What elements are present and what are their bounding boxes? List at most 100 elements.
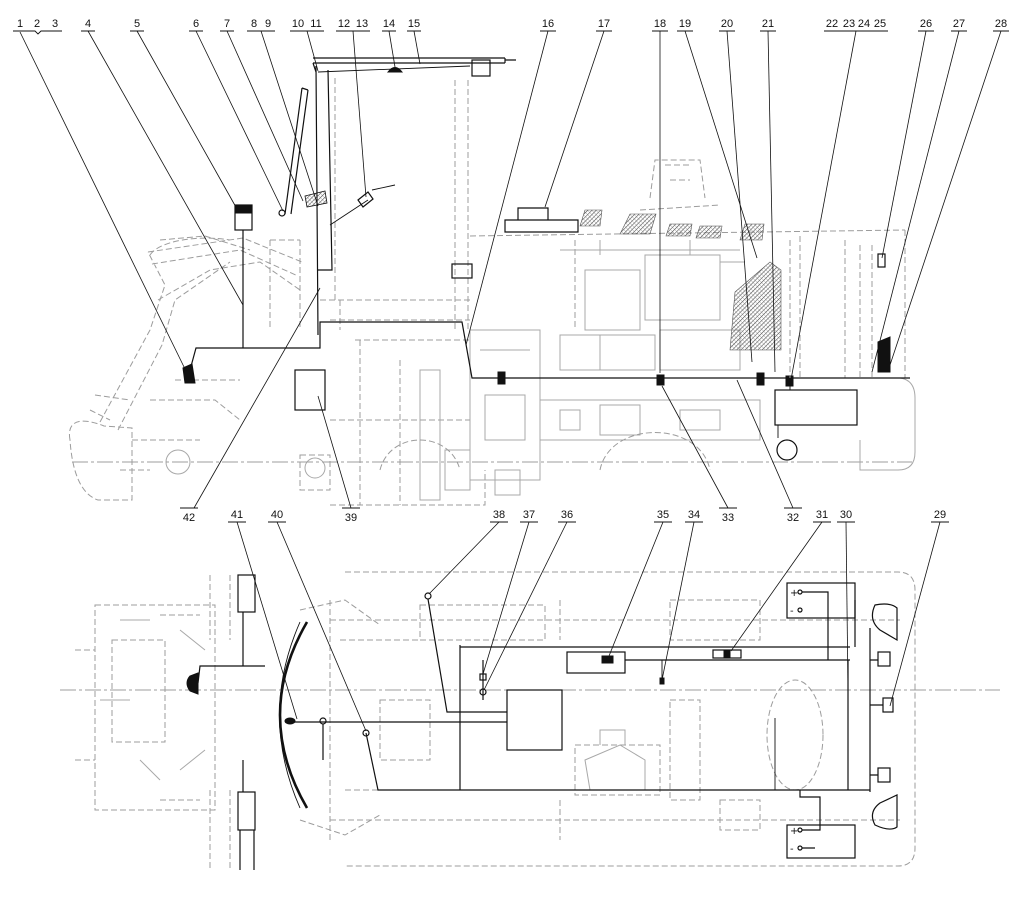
air-filter bbox=[504, 207, 579, 233]
radiator-hatch bbox=[729, 261, 782, 351]
rear-wheel-arc-outline bbox=[379, 432, 711, 471]
front-drive-outline bbox=[469, 329, 541, 496]
connector-b bbox=[656, 374, 665, 386]
exhaust-outline bbox=[639, 159, 721, 211]
callout-26: 26 bbox=[920, 18, 932, 30]
leader-26 bbox=[881, 30, 927, 259]
callout-21: 21 bbox=[762, 18, 774, 30]
front-linkage-outline bbox=[299, 599, 420, 836]
roof-junction-box bbox=[471, 59, 491, 77]
leader-8-9 bbox=[260, 30, 319, 207]
callout-37: 37 bbox=[523, 509, 535, 521]
body-outline-top bbox=[329, 571, 916, 867]
callout-24: 24 bbox=[858, 18, 870, 30]
leader-21 bbox=[767, 30, 776, 373]
front-frame-outline bbox=[75, 575, 231, 870]
cabin-outline bbox=[269, 78, 470, 341]
callout-20: 20 bbox=[721, 18, 733, 30]
callouts-middle: 42 39 33 32 bbox=[180, 287, 802, 524]
leader-28 bbox=[889, 30, 1002, 366]
side-view bbox=[68, 57, 916, 506]
relay-module bbox=[566, 651, 626, 674]
callout-35: 35 bbox=[657, 509, 669, 521]
leader-29 bbox=[889, 521, 941, 707]
callout-4: 4 bbox=[85, 18, 91, 30]
engine-outline bbox=[559, 240, 745, 371]
bucket-link-outline bbox=[149, 235, 301, 381]
front-turn-lamp-icon bbox=[182, 363, 196, 384]
leader-15 bbox=[413, 30, 421, 65]
cabin-roof bbox=[313, 57, 516, 64]
front-lamp-box-upper bbox=[237, 574, 256, 613]
connector-c bbox=[756, 372, 765, 386]
battery-side-view bbox=[774, 389, 858, 426]
instrument-box bbox=[506, 689, 563, 751]
callout-34: 34 bbox=[688, 509, 700, 521]
work-lamp-wire bbox=[329, 184, 396, 226]
windshield-frame bbox=[284, 87, 309, 215]
dome-light-icon bbox=[386, 67, 404, 73]
callouts-top: 1 2 3 4 5 6 7 8 9 10 11 12 13 14 15 16 1… bbox=[13, 18, 1009, 386]
callout-22: 22 bbox=[826, 18, 838, 30]
tail-lamp-lower bbox=[871, 794, 898, 830]
battery-lower-positive: + bbox=[790, 826, 798, 837]
callout-5: 5 bbox=[134, 18, 140, 30]
sensor-wire bbox=[427, 598, 507, 713]
callout-36: 36 bbox=[561, 509, 573, 521]
starter-outline bbox=[584, 729, 646, 791]
engine-hatch-c bbox=[695, 225, 723, 239]
leader-6 bbox=[195, 30, 284, 212]
callout-6: 6 bbox=[193, 18, 199, 30]
front-lamp-lower-stem bbox=[239, 760, 255, 870]
loader-boom-outline bbox=[68, 237, 331, 501]
leader-38 bbox=[428, 521, 500, 595]
leader-1-3 bbox=[19, 31, 187, 372]
callout-23: 23 bbox=[843, 18, 855, 30]
tail-lamp-upper bbox=[871, 603, 898, 642]
callout-18: 18 bbox=[654, 18, 666, 30]
leader-20 bbox=[726, 30, 753, 363]
front-bumper-arc bbox=[278, 621, 309, 809]
switch-node-b bbox=[479, 688, 487, 696]
relay-module-plug bbox=[601, 655, 614, 664]
hinge-outline bbox=[304, 457, 326, 479]
callout-33: 33 bbox=[722, 512, 734, 524]
leader-30 bbox=[845, 521, 849, 691]
leader-4 bbox=[87, 30, 244, 306]
callout-30: 30 bbox=[840, 509, 852, 521]
callout-38: 38 bbox=[493, 509, 505, 521]
leader-7 bbox=[226, 30, 304, 202]
battery-upper-negative: - bbox=[790, 606, 794, 617]
callout-15: 15 bbox=[408, 18, 420, 30]
callout-11: 11 bbox=[310, 18, 321, 30]
leader-42 bbox=[193, 287, 321, 509]
callout-14: 14 bbox=[383, 18, 395, 30]
reverse-lamp bbox=[882, 697, 894, 713]
front-horn-icon bbox=[284, 717, 296, 725]
callout-10: 10 bbox=[292, 18, 304, 30]
leader-19 bbox=[684, 30, 758, 259]
callout-17: 17 bbox=[598, 18, 610, 30]
callout-3: 3 bbox=[52, 18, 58, 30]
leader-40 bbox=[276, 521, 367, 732]
leader-36 bbox=[483, 521, 568, 691]
horn-icon bbox=[776, 439, 798, 461]
callout-25: 25 bbox=[874, 18, 886, 30]
rear-lamp-square-upper bbox=[877, 651, 891, 667]
engine-hatch-b bbox=[665, 223, 693, 237]
engine-hatch-d bbox=[739, 223, 765, 241]
callout-40: 40 bbox=[271, 509, 283, 521]
leader-10-11 bbox=[306, 30, 319, 72]
callout-27: 27 bbox=[953, 18, 965, 30]
front-axle-detail bbox=[100, 619, 206, 781]
tail-lamp-side-icon bbox=[877, 336, 891, 373]
leader-14 bbox=[388, 30, 396, 68]
leader-27 bbox=[871, 30, 960, 373]
leader-33 bbox=[661, 385, 729, 509]
leader-31 bbox=[730, 521, 823, 652]
rear-lamp-square-lower bbox=[877, 767, 891, 783]
frame-rails-top bbox=[330, 599, 900, 840]
leader-12-13 bbox=[352, 30, 367, 198]
fuse-holder-mark bbox=[723, 650, 731, 658]
leader-32 bbox=[736, 379, 794, 509]
